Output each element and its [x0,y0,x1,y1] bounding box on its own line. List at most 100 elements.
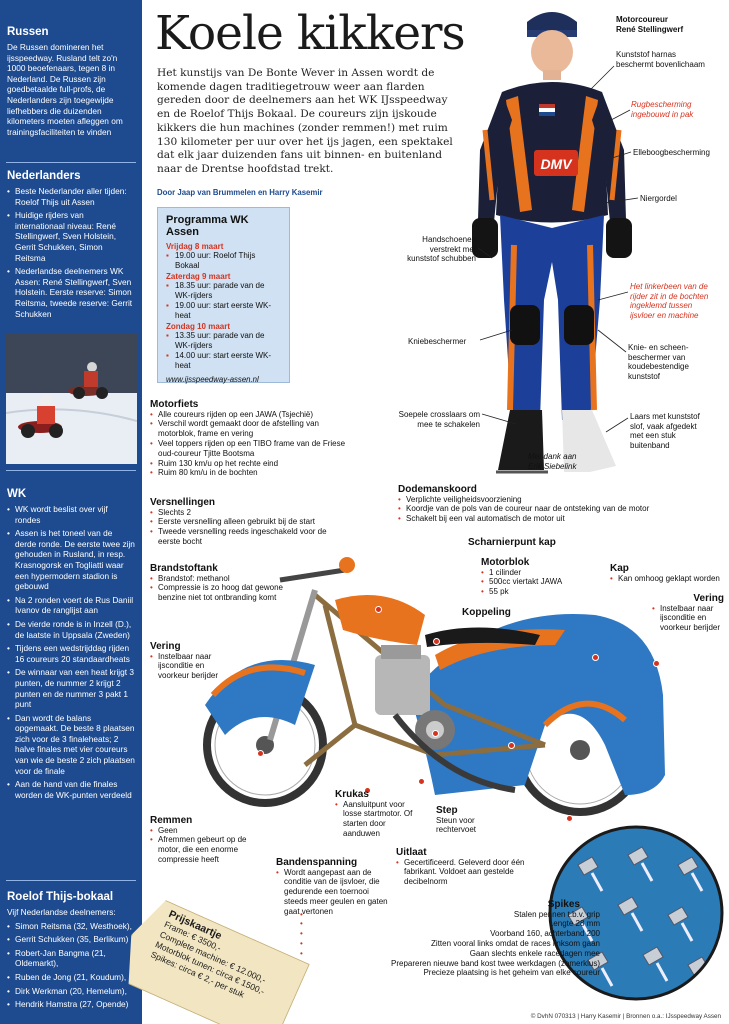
programma-url[interactable]: www.ijsspeedway-assen.nl [166,375,259,384]
programma-day: Zondag 10 maart [166,322,231,331]
list-item: Afremmen gebeurt op de motor, die een en… [150,835,258,864]
programma-day: Zaterdag 9 maart [166,272,231,281]
remmen-heading: Remmen [150,815,193,826]
dodemanskoord-heading: Dodemanskoord [398,484,477,495]
list-item: Koordje van de pols van de coureur naar … [398,504,688,514]
list-item: Compressie is zo hoog dat gewone benzine… [150,583,290,603]
sidebar-russen: Russen De Russen domineren het ijsspeedw… [0,26,142,137]
list-item: Lengte 28 mm [300,919,600,929]
byline: Door Jaap van Brummelen en Harry Kasemir [157,188,323,197]
list-item: Prepareren nieuwe band kost twee werkdag… [300,959,600,969]
motorblok-section: Motorblok 1 cilinder 500cc viertakt JAWA… [481,558,591,597]
programma-item: 19.00 uur: Roelof Thijs Bokaal [166,251,281,271]
list-item: Ruim 80 km/u in de bochten [150,468,350,478]
list-item: Na 2 ronden voert de Rus Daniil Ivanov d… [7,595,135,616]
motorfiets-heading: Motorfiets [150,399,199,410]
list-item: Alle coureurs rijden op een JAWA (Tsjech… [150,410,350,420]
versnellingen-heading: Versnellingen [150,497,216,508]
list-item: 55 pk [481,587,591,597]
koppeling-section: Koppeling [462,608,511,618]
callout-dot [653,660,660,667]
step-heading: Step [436,805,458,816]
programma-box: Programma WK Assen Vrijdag 8 maart 19.00… [157,207,290,384]
programma-item: 18.35 uur: parade van de WK-rijders [166,281,281,301]
programma-day: Vrijdag 8 maart [166,242,224,251]
list-item: Nederlandse deelnemers WK Assen: René St… [7,266,135,319]
sidebar-divider [6,470,136,471]
dodemanskoord-section: Dodemanskoord Verplichte veiligheidsvoor… [398,485,688,524]
list-item: Brandstof: methanol [150,574,290,584]
sidebar-divider [6,162,136,163]
list-item: WK wordt beslist over vijf rondes [7,504,135,525]
label-laars: Laars met kunststof slof, vaak afgedekt … [630,412,700,450]
callout-dot [592,654,599,661]
krukas-heading: Krukas [335,789,369,800]
list-item: Dirk Werkman (20, Hemelum), [7,986,135,997]
step-text: Steun voor rechtervoet [436,815,477,835]
list-item: Verplichte veiligheidsvoorziening [398,495,688,505]
list-item: 1 cilinder [481,568,591,578]
bike-illustration [203,557,665,816]
sidebar-divider [6,880,136,881]
brandstoftank-heading: Brandstoftank [150,563,218,574]
list-item: Ruim 130 km/u op het rechte eind [150,459,350,469]
sidebar-russen-text: De Russen domineren het ijsspeedway. Rus… [7,42,123,137]
motorfiets-section: Motorfiets Alle coureurs rijden op een J… [150,400,350,478]
list-item: Tweede versnelling reeds ingeschakeld vo… [150,527,345,547]
label-handschoenen: Handschoenen verstrekt met kunststof sch… [407,235,476,264]
motorblok-heading: Motorblok [481,557,530,568]
programma-item: 19.00 uur: start eerste WK-heat [166,301,281,321]
list-item: Stalen pennen t.b.v. grip [300,910,600,920]
versnellingen-section: Versnellingen Slechts 2 Eerste versnelli… [150,498,345,547]
list-item: Simon Reitsma (32, Westhoek), [7,921,135,932]
rider-title: Motorcoureur René Stellingwerf [616,15,684,34]
list-item: Veel toppers rijden op een TIBO frame va… [150,439,350,459]
list-item: Aansluitpunt voor losse startmotor. Of s… [335,800,423,839]
list-item: Schakelt bij een val automatisch de moto… [398,514,688,524]
uitlaat-heading: Uitlaat [396,847,427,858]
callout-dot [566,815,573,822]
beanie-icon [527,12,577,34]
list-item: Kan omhoog geklapt worden [610,574,720,584]
label-rugbescherming: Rugbescherming ingebouwd in pak [631,100,694,119]
list-item: Robert-Jan Bangma (21, Oldemarkt), [7,948,135,969]
list-item: Huidige rijders van internationaal nivea… [7,210,135,263]
list-item: Gerrit Schukken (35, Berlikum) [7,934,135,945]
list-item: Precieze plaatsing is het geheim van elk… [300,968,600,978]
vering-left-section: Vering Instelbaar naar ijsconditie en vo… [150,642,230,681]
callout-dot [433,638,440,645]
ice-race-photo [6,333,137,464]
bandenspanning-heading: Bandenspanning [276,857,358,868]
list-item: Gaan slechts enkele racedagen mee [300,949,600,959]
sidebar-bokaal: Roelof Thijs-bokaal Vijf Nederlandse dee… [0,891,142,1013]
callout-dot [364,787,371,794]
list-item: Gecertificeerd. Geleverd door één fabrik… [396,858,526,887]
list-item: Beste Nederlander aller tijden: Roelof T… [7,186,135,207]
list-item: Geen [150,826,258,836]
sidebar-bokaal-heading: Roelof Thijs-bokaal [7,891,114,903]
label-linkerbeen: Het linkerbeen van de rijder zit in de b… [630,282,709,320]
kap-heading: Kap [610,563,629,574]
label-kniebeschermer: Kniebeschermer [408,337,467,346]
credit-line: © DvhN 070313 | Harry Kasemir | Bronnen … [530,1013,721,1020]
list-item: Ruben de Jong (21, Koudum), [7,972,135,983]
list-item: 500cc viertakt JAWA [481,577,591,587]
list-item: Instelbaar naar ijsconditie en voorkeur … [652,604,724,633]
vering-heading: Vering [150,641,181,652]
list-item: Aan de hand van die finales worden de WK… [7,779,135,800]
vering-right-section: Vering Instelbaar naar ijsconditie en vo… [652,594,724,633]
scharnierpunt-heading: Scharnierpunt kap [468,537,556,548]
callout-dot [375,606,382,613]
sidebar-wk-heading: WK [7,488,27,500]
brandstoftank-section: Brandstoftank Brandstof: methanol Compre… [150,564,290,603]
page-title: Koele kikkers [155,6,466,61]
sidebar-wk: WK WK wordt beslist over vijf rondes Ass… [0,488,142,803]
label-crosslaars: Soepele crosslaars om mee te schakelen [398,410,480,429]
list-item: De winnaar van een heat krijgt 3 punten,… [7,667,135,709]
programma-item: 14.00 uur: start eerste WK-heat [166,351,281,371]
list-item: Voorband 160, achterband 200 [300,929,600,939]
uitlaat-section: Uitlaat Gecertificeerd. Geleverd door éé… [396,848,526,887]
list-item: Dan wordt de balans opgemaakt. De beste … [7,713,135,777]
programma-heading: Programma WK Assen [166,214,249,238]
callout-dot [508,742,515,749]
